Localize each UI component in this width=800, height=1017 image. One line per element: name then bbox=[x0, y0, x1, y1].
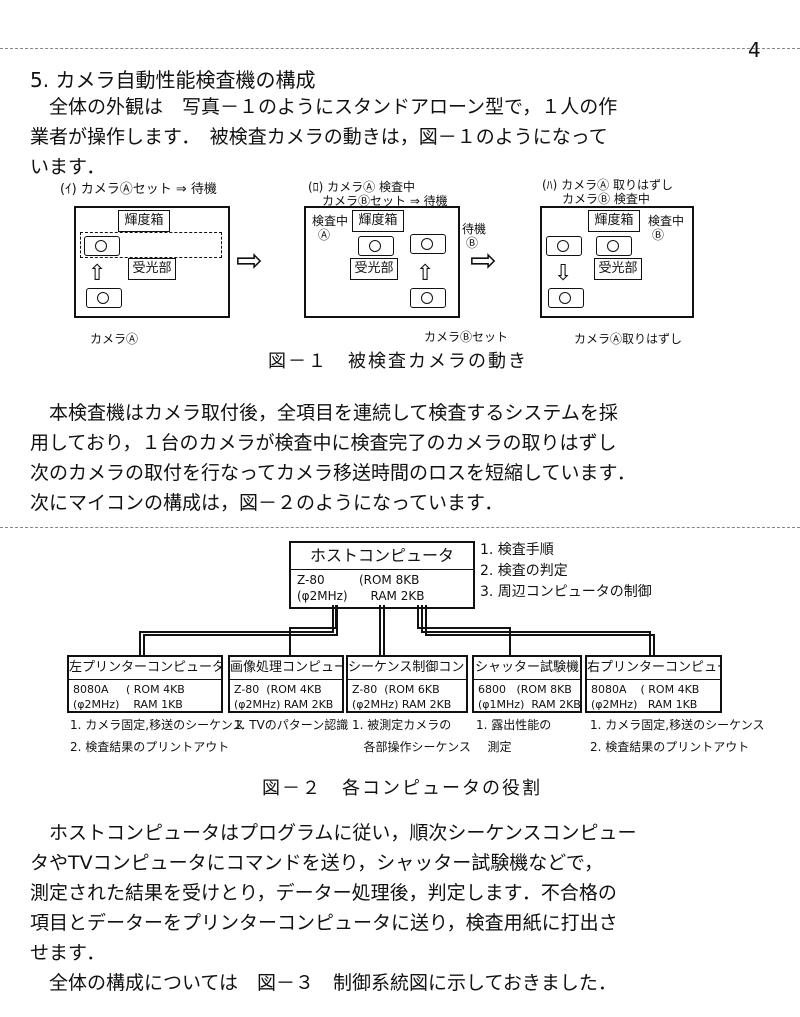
panel2-caption-2: カメラⒷセット ⇒ 待機 bbox=[322, 194, 448, 208]
panel3-camera-b-icon bbox=[596, 236, 632, 256]
panel1-camera-a-icon bbox=[86, 288, 122, 308]
panel1-camera-label: カメラⒶ bbox=[90, 332, 139, 346]
panel3-camera-a-icon bbox=[546, 236, 582, 256]
shutter-tester-title: シャッター試験機 bbox=[474, 657, 580, 680]
host-computer-box: ホストコンピュータ Z-80 (ROM 8KB (φ2MHz) RAM 2KB bbox=[289, 541, 475, 609]
panel2-left-label-1: 検査中 bbox=[312, 214, 349, 228]
left-printer-roles: 1. カメラ固定,移送のシーケンス 2. 検査結果のプリントアウト bbox=[70, 718, 245, 754]
panel2-camera-label: カメラⒷセット bbox=[424, 330, 509, 344]
paragraph-1: 全体の外観は 写真－１のようにスタンドアローン型で，１人の作 業者が操作します．… bbox=[30, 96, 618, 178]
sequence-control-spec: Z-80 (ROM 6KB (φ2MHz) RAM 2KB bbox=[352, 683, 452, 711]
right-printer-computer-box: 右プリンターコンピュータ 8080A ( ROM 4KB (φ2MHz) RAM… bbox=[585, 655, 722, 713]
image-processing-computer-box: 画像処理コンピュータ Z-80 (ROM 4KB (φ2MHz) RAM 2KB bbox=[228, 655, 344, 713]
figure-1-caption: 図－１ 被検査カメラの動き bbox=[268, 351, 528, 372]
figure-2-caption: 図－２ 各コンピュータの役割 bbox=[262, 778, 542, 799]
left-printer-title: 左プリンターコンピュータ bbox=[69, 657, 221, 680]
panel1-receiver: 受光部 bbox=[128, 258, 176, 280]
mid-scan-line bbox=[0, 527, 800, 528]
panel2-brightness-box: 輝度箱 bbox=[352, 210, 404, 232]
right-printer-spec: 8080A ( ROM 4KB (φ2MHz) RAM 1KB bbox=[591, 683, 700, 711]
host-computer-title: ホストコンピュータ bbox=[291, 543, 473, 570]
host-computer-roles: 1. 検査手順 2. 検査の判定 3. 周辺コンピュータの制御 bbox=[480, 542, 652, 600]
top-scan-line bbox=[0, 48, 800, 49]
panel2-camera-b-set-icon bbox=[410, 288, 446, 308]
shutter-tester-spec: 6800 (ROM 8KB (φ1MHz) RAM 2KB bbox=[478, 683, 581, 711]
panel2-left-label-2: Ⓐ bbox=[318, 228, 331, 242]
panel2-up-arrow-icon: ⇧ bbox=[416, 261, 435, 286]
panel3-right-label-1: 検査中 bbox=[648, 214, 685, 228]
left-printer-spec: 8080A ( ROM 4KB (φ2MHz) RAM 1KB bbox=[73, 683, 185, 711]
panel1-caption: (ｲ) カメラⒶセット ⇒ 待機 bbox=[60, 182, 217, 197]
figure-2-connectors bbox=[139, 605, 655, 655]
panel3-caption-2: カメラⒷ 検査中 bbox=[562, 192, 650, 206]
panel2-camera-a-icon bbox=[358, 236, 394, 256]
panel2-receiver: 受光部 bbox=[350, 258, 398, 280]
panel2-right-label-2: Ⓑ bbox=[466, 236, 479, 250]
image-processing-spec: Z-80 (ROM 4KB (φ2MHz) RAM 2KB bbox=[234, 683, 334, 711]
panel1-brightness-box: 輝度箱 bbox=[118, 210, 170, 232]
shutter-tester-box: シャッター試験機 6800 (ROM 8KB (φ1MHz) RAM 2KB bbox=[472, 655, 582, 713]
image-processing-title: 画像処理コンピュータ bbox=[230, 657, 342, 680]
panel1-up-arrow-icon: ⇧ bbox=[88, 261, 107, 286]
panel2-right-label-1: 待機 bbox=[462, 222, 487, 236]
panel3-right-label-2: Ⓑ bbox=[652, 228, 665, 242]
panel1-frame bbox=[74, 206, 230, 318]
panel3-camera-label: カメラⒶ取りはずし bbox=[574, 332, 683, 346]
right-printer-roles: 1. カメラ固定,移送のシーケンス 2. 検査結果のプリントアウト bbox=[590, 718, 765, 754]
page-number: 4 bbox=[748, 38, 761, 62]
left-printer-computer-box: 左プリンターコンピュータ 8080A ( ROM 4KB (φ2MHz) RAM… bbox=[67, 655, 223, 713]
paragraph-2: 本検査機はカメラ取付後，全項目を連続して検査するシステムを採 用しており，１台の… bbox=[30, 402, 636, 514]
panel2-frame bbox=[304, 206, 460, 318]
paragraph-3: ホストコンピュータはプログラムに従い，順次シーケンスコンピュー タやTVコンピュ… bbox=[30, 822, 637, 994]
panel3-receiver: 受光部 bbox=[594, 258, 642, 280]
sequence-control-roles: 1. 被測定カメラの 各部操作シーケンス bbox=[352, 718, 471, 754]
panel3-brightness-box: 輝度箱 bbox=[588, 210, 640, 232]
host-computer-spec: Z-80 (ROM 8KB (φ2MHz) RAM 2KB bbox=[297, 573, 425, 603]
panel3-frame bbox=[540, 206, 694, 318]
panel2-camera-b-icon bbox=[410, 234, 446, 254]
panel3-down-arrow-icon: ⇩ bbox=[554, 261, 573, 286]
panel1-track bbox=[80, 232, 222, 258]
sequence-control-computer-box: シーケンス制御コンピュータ Z-80 (ROM 6KB (φ2MHz) RAM … bbox=[346, 655, 468, 713]
section-heading: 5. カメラ自動性能検査機の構成 bbox=[30, 68, 316, 92]
shutter-tester-roles: 1. 露出性能の 測定 bbox=[476, 718, 552, 754]
panel3-caption-1: (ﾊ) カメラⒶ 取りはずし bbox=[542, 178, 673, 192]
panel1-camera-icon bbox=[84, 236, 120, 256]
panel3-camera-a-remove-icon bbox=[548, 288, 584, 308]
arrow-right-1-icon: ⇨ bbox=[236, 241, 263, 279]
image-processing-roles: 1. TVのパターン認識 bbox=[234, 718, 349, 732]
arrow-right-2-icon: ⇨ bbox=[470, 241, 497, 279]
right-printer-title: 右プリンターコンピュータ bbox=[587, 657, 720, 680]
panel2-caption-1: (ﾛ) カメラⒶ 検査中 bbox=[308, 180, 415, 194]
sequence-control-title: シーケンス制御コンピュータ bbox=[348, 657, 466, 680]
